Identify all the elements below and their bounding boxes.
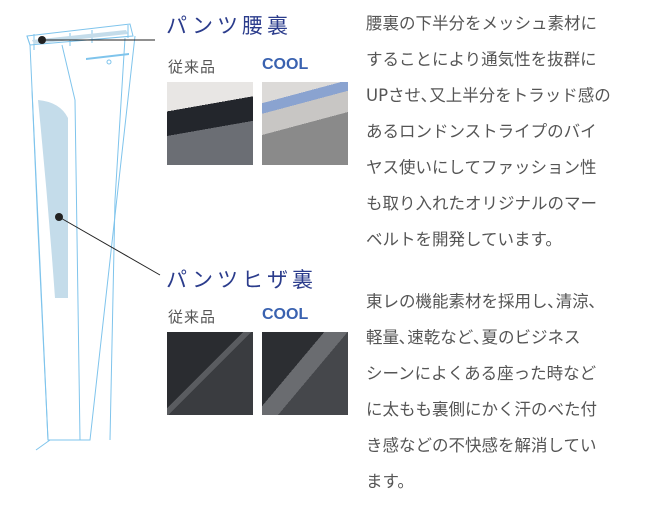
waist-description: 腰裏の下半分をメッシュ素材に することにより通気性を抜群に UPさせ､又上半分を… (366, 6, 611, 258)
text-line: ベルトを開発しています。 (366, 230, 562, 249)
text-line: に太もも裏側にかく汗のべた付 (366, 400, 597, 419)
text-line: も取り入れたオリジナルのマー (366, 194, 597, 213)
text-line: き感などの不快感を解消してい (366, 436, 597, 455)
text-line: 東レの機能素材を採用し､清涼､ (366, 292, 597, 311)
text-line: ヤス使いにしてファッション性 (366, 158, 597, 177)
text-line: 腰裏の下半分をメッシュ素材に (366, 14, 597, 33)
waist-title: パンツ腰裏 (166, 14, 293, 38)
knee-conventional-label: 従来品 (168, 308, 217, 326)
pants-diagram (26, 23, 161, 451)
knee-title: パンツヒザ裏 (166, 268, 318, 292)
knee-cool-label: COOL (262, 306, 309, 323)
waist-cool-photo (262, 82, 348, 165)
text-line: シーンによくある座った時など (366, 364, 597, 383)
text-line: UPさせ､又上半分をトラッド感の (366, 86, 611, 105)
text-line: することにより通気性を抜群に (366, 50, 597, 69)
waist-conventional-photo (167, 82, 253, 165)
knee-description: 東レの機能素材を採用し､清涼､ 軽量､速乾など､夏のビジネス シーンによくある座… (366, 284, 597, 500)
knee-lining-area (38, 100, 68, 298)
text-line: ます。 (366, 472, 414, 491)
text-line: あるロンドンストライプのバイ (366, 122, 597, 141)
knee-conventional-photo (167, 332, 253, 415)
knee-cool-photo (262, 332, 348, 415)
pocket-welt (86, 53, 129, 60)
waist-conventional-label: 従来品 (168, 58, 217, 76)
waist-cool-label: COOL (262, 56, 309, 73)
text-line: 軽量､速乾など､夏のビジネス (366, 328, 581, 347)
